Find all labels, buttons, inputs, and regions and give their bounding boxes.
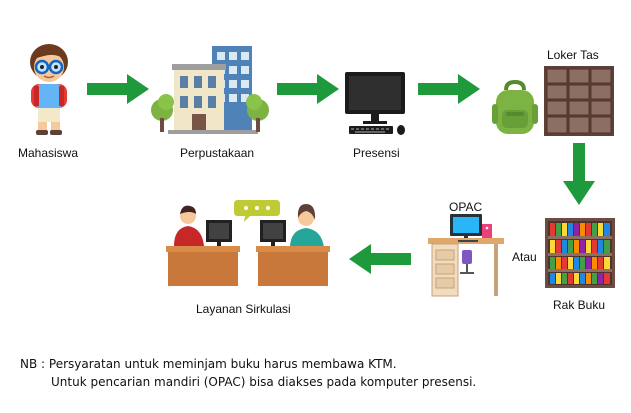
node-label-presensi: Presensi (353, 146, 400, 160)
backpack-icon (492, 80, 538, 136)
note-line-2: Untuk pencarian mandiri (OPAC) bisa diak… (51, 375, 477, 389)
flow-arrow (87, 74, 149, 104)
library-building-icon (150, 40, 272, 136)
student-icon (18, 40, 80, 136)
atau-label: Atau (512, 250, 537, 264)
bookshelf-icon (545, 218, 615, 288)
flow-arrow (418, 74, 480, 104)
node-label-mahasiswa: Mahasiswa (18, 146, 79, 160)
node-label-loker-tas: Loker Tas (547, 48, 599, 62)
node-label-layanan-sirkulasi: Layanan Sirkulasi (196, 302, 291, 316)
computer-icon (341, 70, 411, 136)
circulation-desk-icon (166, 196, 332, 288)
note-line-1: NB : Persyaratan untuk meminjam buku har… (20, 357, 397, 371)
node-label-perpustakaan: Perpustakaan (180, 146, 255, 160)
node-label-opac: OPAC (449, 200, 483, 214)
opac-desk-icon (428, 214, 508, 298)
flow-arrow-left (349, 244, 411, 274)
flow-arrow-down (563, 143, 595, 205)
node-label-rak-buku: Rak Buku (553, 298, 606, 312)
flow-arrow (277, 74, 339, 104)
locker-icon (544, 66, 614, 136)
